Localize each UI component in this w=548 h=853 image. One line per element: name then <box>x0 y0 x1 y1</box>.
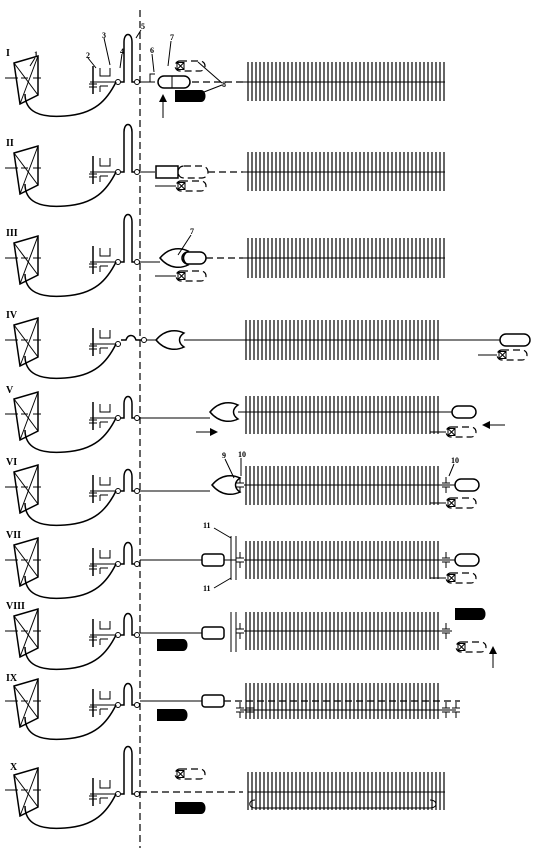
fin-stack <box>245 541 439 579</box>
fin-stack <box>245 320 439 360</box>
stage-VIII: VIII <box>4 601 497 671</box>
stage-II: II <box>4 123 445 208</box>
stage-VII: VII 11 11 <box>4 521 480 600</box>
callout: 4 <box>120 47 124 56</box>
callout: 11 <box>203 584 211 593</box>
callout: 1 <box>34 50 38 59</box>
fin-stack <box>245 396 439 434</box>
callout: 5 <box>141 22 145 31</box>
stage-IX: IX <box>4 673 461 741</box>
stage-X: X <box>4 745 445 830</box>
callout: 8 <box>222 80 226 89</box>
fin-stack <box>245 683 439 719</box>
stage-label: VI <box>6 457 17 468</box>
stage-IV: IV <box>4 310 531 380</box>
stage-III: III 7 <box>4 213 445 298</box>
stage-label: III <box>6 228 18 239</box>
stage-label: VIII <box>6 601 25 612</box>
fin-stack <box>247 62 445 101</box>
fin-stack <box>247 238 445 278</box>
fin-stack <box>247 772 445 810</box>
callout: 7 <box>170 33 174 42</box>
callout: 3 <box>102 31 106 40</box>
stage-V: V <box>4 385 505 454</box>
stage-label: V <box>6 385 14 396</box>
stage-label: IX <box>6 673 18 684</box>
fin-stack <box>247 152 445 191</box>
callout: 2 <box>86 51 90 60</box>
stage-label: IV <box>6 310 18 321</box>
callout: 6 <box>150 46 154 55</box>
callout: 10 <box>451 456 459 465</box>
callout: 10 <box>238 450 246 459</box>
stage-VI: VI 9 10 10 <box>4 450 480 527</box>
stage-label: II <box>6 138 14 149</box>
stage-label: I <box>6 48 10 59</box>
callout: 9 <box>222 451 226 460</box>
stage-I: I 1 2 3 4 5 6 7 8 <box>4 22 445 118</box>
stage-label: VII <box>6 530 21 541</box>
stage-label: X <box>10 762 18 773</box>
callout: 11 <box>203 521 211 530</box>
callout: 7 <box>190 227 194 236</box>
fin-stack <box>245 612 439 650</box>
fin-stack <box>245 466 439 505</box>
